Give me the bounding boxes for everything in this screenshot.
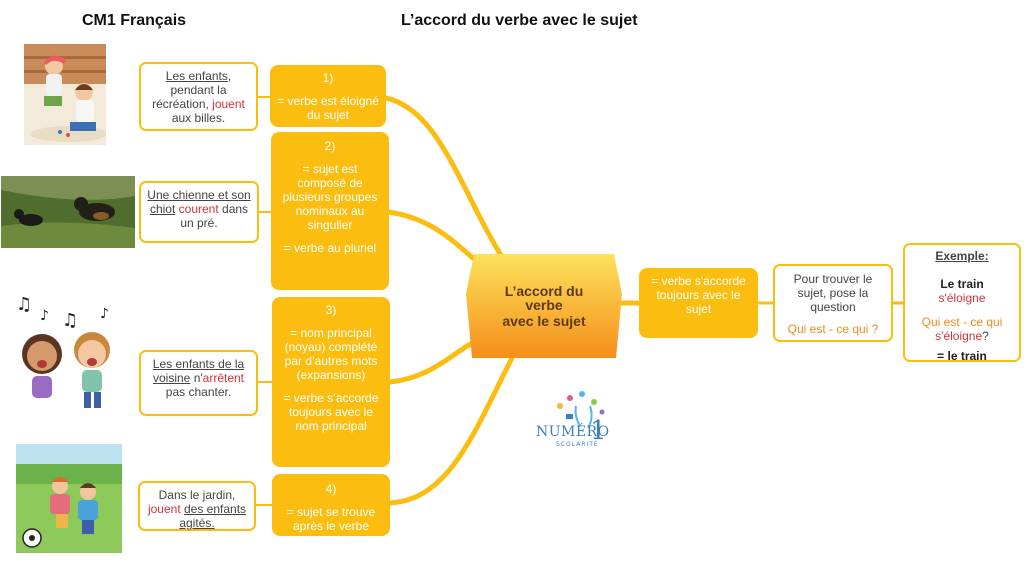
agreement-box: = verbe s'accorde toujours avec le sujet [639,268,758,338]
example-panel-title: Exemple: [935,249,989,263]
central-title-line2: verbe [525,297,563,313]
grade-title: CM1 Français [82,12,187,29]
logo-wordmark: NUMÉRO [536,424,610,440]
svg-text:♫: ♫ [16,294,32,315]
logo-number: 1 [590,416,607,446]
question-box: Pour trouver le sujet, pose la question … [773,264,893,342]
branch-1 [383,95,508,265]
children-playing-marbles-image [24,44,106,145]
dogs-running-image [1,176,135,248]
branch-3 [387,339,477,385]
rule-text: = verbe est éloigné du sujet [277,94,379,122]
children-singing-image: ♫ ♪ ♫ ♪ [12,292,120,412]
question-intro: Pour trouver le sujet, pose la question [793,272,873,314]
central-title-line1: L’accord du [504,283,584,299]
rule-number: 3) [325,303,337,317]
rule-text: = sujet se trouve après le verbe [286,505,376,533]
rule-number: 1) [322,71,334,85]
example-verb: jouent [212,97,245,111]
rule-box-2: 2) = sujet est composé de plusieurs grou… [271,132,389,290]
page-title: L’accord du verbe avec le sujet [401,12,638,29]
branch-4 [387,355,515,506]
example-subject: des enfants agités. [179,502,247,530]
rule-number: 2) [324,139,336,153]
example-subject: Les enfants de la voisine [152,357,245,385]
example-answer: = le train [937,349,987,363]
example-question: Qui est - ce qui [921,315,1003,329]
rule-box-4: 4) = sujet se trouve après le verbe [272,474,390,536]
rule-text: = nom principal (noyau) complété par d’a… [284,326,378,382]
logo-subtitle: SCOLARITÉ [556,441,599,448]
example-box-4: Dans le jardin, jouent des enfants agité… [138,481,256,531]
example-verb: arrêtent [202,371,245,385]
example-verb: courent [178,202,219,216]
example-box-3: Les enfants de la voisine n'arrêtent pas… [139,350,258,416]
example-subject: Les enfants [165,69,228,83]
rule-consequence: = verbe au pluriel [283,241,377,255]
rule-box-3: 3) = nom principal (noyau) complété par … [272,297,390,467]
example-box-2: Une chienne et son chiot courent dans un… [139,181,259,243]
rule-box-1: 1) = verbe est éloigné du sujet [270,65,386,127]
rule-text: = sujet est composé de plusieurs groupes… [282,162,378,232]
children-playing-football-image [16,444,122,553]
svg-text:♪: ♪ [40,308,49,324]
numero1-logo: NUMÉRO 1 SCOLARITÉ [532,388,614,456]
question-text: Qui est - ce qui ? [787,322,879,336]
example-question-verb: s'éloigne [935,329,983,343]
svg-text:♪: ♪ [100,306,109,322]
central-topic: L’accord du verbe avec le sujet [466,254,622,358]
svg-text:♫: ♫ [62,310,78,331]
central-title-line3: avec le sujet [502,313,586,329]
example-sentence-subject: Le train [940,277,984,291]
rule-consequence: = verbe s’accorde toujours avec le nom p… [283,391,379,433]
rule-number: 4) [325,482,337,496]
example-subject: Une chienne et son chiot [147,188,251,216]
agreement-text: = verbe s'accorde toujours avec le sujet [651,274,746,316]
example-panel: Exemple: Le train s'éloigne Qui est - ce… [903,243,1021,363]
example-box-1: Les enfants, pendant la récréation, joue… [139,62,258,131]
example-sentence-verb: s'éloigne [938,291,986,305]
example-verb: jouent [147,502,181,516]
